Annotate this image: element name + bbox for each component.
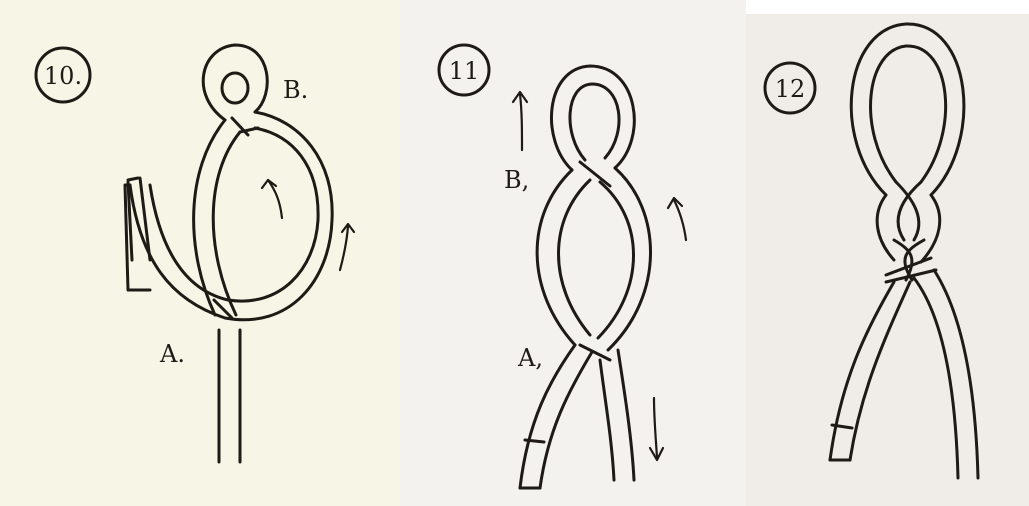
label-a: A,: [517, 344, 543, 372]
top-white-strip: [746, 0, 1029, 14]
label-b: B,: [504, 166, 529, 194]
step-10-panel: 10.: [0, 0, 400, 506]
step-number: 12: [775, 75, 806, 103]
step-12-panel: 12: [746, 0, 1029, 506]
step-11-drawing: 11: [400, 0, 746, 506]
label-a: A.: [159, 340, 185, 368]
step-12-drawing: 12: [746, 0, 1029, 506]
step-11-panel: 11: [400, 0, 746, 506]
label-b: B.: [283, 76, 308, 104]
step-number: 11: [449, 57, 480, 85]
step-10-drawing: 10.: [0, 0, 400, 506]
step-number: 10.: [44, 62, 82, 90]
